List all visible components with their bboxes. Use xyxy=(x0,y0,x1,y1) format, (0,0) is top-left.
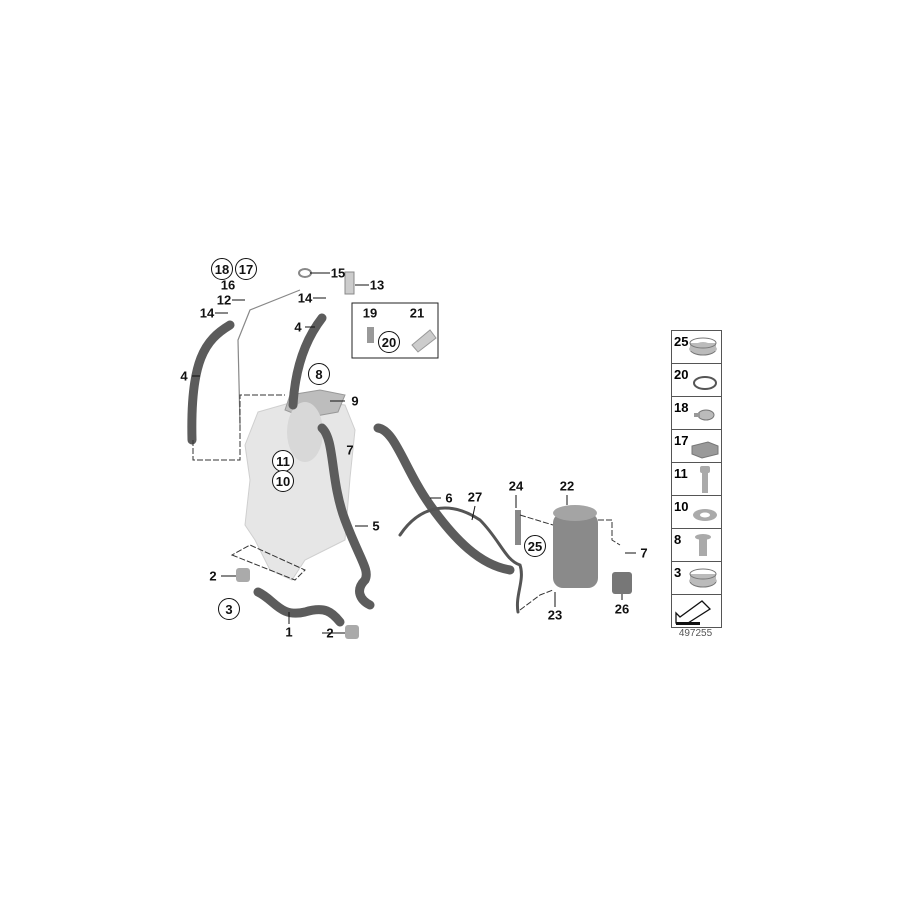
callout-2[interactable]: 2 xyxy=(326,625,334,641)
callout-14[interactable]: 14 xyxy=(297,290,313,306)
legend-cell-11[interactable]: 11 xyxy=(672,463,721,496)
callout-20[interactable]: 20 xyxy=(378,331,400,353)
hose-27 xyxy=(398,506,523,614)
callout-27[interactable]: 27 xyxy=(467,489,483,505)
bracket-24 xyxy=(515,510,521,545)
view-direction-arrow-icon xyxy=(675,600,712,625)
tank-neck xyxy=(287,402,323,462)
legend-number: 11 xyxy=(674,466,688,481)
hose-clamp-icon xyxy=(689,568,717,588)
callout-22[interactable]: 22 xyxy=(559,478,575,494)
callout-17[interactable]: 17 xyxy=(235,258,257,280)
small-clamp-icon xyxy=(694,409,715,421)
hose-4-right xyxy=(288,313,327,410)
hose-5 xyxy=(317,423,375,610)
callout-23[interactable]: 23 xyxy=(547,607,563,623)
legend-number: 3 xyxy=(674,565,682,580)
washer-icon xyxy=(693,509,717,521)
hose-4-left xyxy=(187,320,235,445)
legend-cell-25[interactable]: 25 xyxy=(672,331,721,364)
legend-cell-8[interactable]: 8 xyxy=(672,529,721,562)
callout-21[interactable]: 21 xyxy=(409,305,425,321)
dipstick-15 xyxy=(298,268,312,278)
bolt-icon xyxy=(700,466,710,493)
legend-number: 20 xyxy=(674,367,689,382)
foam-pad-icon xyxy=(691,441,719,459)
callout-4[interactable]: 4 xyxy=(180,368,188,384)
sensor-19 xyxy=(367,327,374,343)
callout-8[interactable]: 8 xyxy=(308,363,330,385)
filter-26 xyxy=(612,572,632,594)
callout-14[interactable]: 14 xyxy=(199,305,215,321)
level-sensor-guide xyxy=(237,289,301,426)
legend-number: 17 xyxy=(674,433,689,448)
legend-cell-18[interactable]: 18 xyxy=(672,397,721,430)
callout-10[interactable]: 10 xyxy=(272,470,294,492)
nut-2-upper xyxy=(236,568,250,582)
callout-12[interactable]: 12 xyxy=(216,292,232,308)
callout-3[interactable]: 3 xyxy=(218,598,240,620)
parts-legend: 25 20 18 17 11 10 8 3 xyxy=(671,330,722,628)
legend-number: 18 xyxy=(674,400,689,415)
callout-19[interactable]: 19 xyxy=(362,305,378,321)
countersunk-screw-icon xyxy=(695,534,711,556)
legend-cell-arrow[interactable] xyxy=(672,595,721,627)
legend-number: 8 xyxy=(674,532,682,547)
callout-4[interactable]: 4 xyxy=(294,319,302,335)
connector-13 xyxy=(344,271,355,295)
document-number: 497255 xyxy=(678,628,713,639)
callout-9[interactable]: 9 xyxy=(351,393,359,409)
callout-6[interactable]: 6 xyxy=(445,490,453,506)
callout-26[interactable]: 26 xyxy=(614,601,630,617)
callout-1[interactable]: 1 xyxy=(285,624,293,640)
hose-1 xyxy=(253,587,345,627)
callout-16[interactable]: 16 xyxy=(220,277,236,293)
legend-cell-20[interactable]: 20 xyxy=(672,364,721,397)
legend-cell-10[interactable]: 10 xyxy=(672,496,721,529)
inset-box xyxy=(351,302,439,359)
callout-15[interactable]: 15 xyxy=(330,265,346,281)
o-ring-icon xyxy=(693,376,717,390)
nut-2-lower xyxy=(345,625,359,639)
callout-11[interactable]: 11 xyxy=(272,450,294,472)
callout-24[interactable]: 24 xyxy=(508,478,524,494)
callout-18[interactable]: 18 xyxy=(211,258,233,280)
callout-2[interactable]: 2 xyxy=(209,568,217,584)
callout-13[interactable]: 13 xyxy=(369,277,385,293)
legend-cell-17[interactable]: 17 xyxy=(672,430,721,463)
sensor-21 xyxy=(411,329,437,353)
legend-number: 25 xyxy=(674,334,689,349)
legend-number: 10 xyxy=(674,499,689,514)
callout-25[interactable]: 25 xyxy=(524,535,546,557)
hose-clamp-icon xyxy=(689,337,717,356)
callout-7[interactable]: 7 xyxy=(640,545,648,561)
callout-5[interactable]: 5 xyxy=(372,518,380,534)
hose-6 xyxy=(373,423,515,575)
legend-cell-3[interactable]: 3 xyxy=(672,562,721,595)
oil-separator-canister xyxy=(553,513,598,588)
callout-7[interactable]: 7 xyxy=(346,442,354,458)
